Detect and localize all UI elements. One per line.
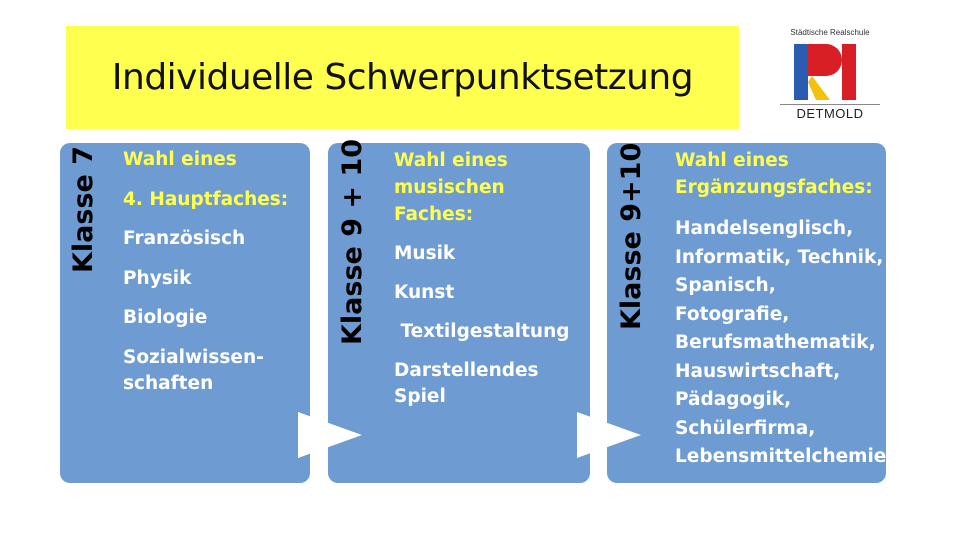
card-3-item: Hauswirtschaft, (675, 360, 841, 382)
slide-title: Individuelle Schwerpunktsetzung (111, 57, 694, 98)
title-banner: Individuelle Schwerpunktsetzung (66, 26, 739, 129)
card-3-item: Spanisch, (675, 275, 776, 296)
card-1-item: Biologie (123, 307, 208, 328)
card-3-item: Handelsenglisch, (675, 218, 854, 239)
card-2-item: Musik (394, 243, 456, 264)
card-2-heading-2: musischen Faches: (394, 177, 505, 225)
card-1-heading-2: 4. Hauptfaches: (123, 188, 289, 210)
card-2-item: Darstellendes Spiel (394, 360, 539, 407)
card-3-item: Berufsmathematik, (675, 332, 876, 353)
arrow-right-icon (577, 412, 641, 458)
card-1-item: Französisch (123, 228, 246, 249)
card-1-item: Sozialwissen- schaften (123, 346, 264, 394)
card-2-content: Wahl eines musischen Faches: Musik Kunst… (394, 147, 590, 407)
card-2-item: Kunst (394, 282, 455, 303)
card-klasse-9plus10 (607, 143, 886, 483)
card-2-heading-1: Wahl eines (394, 150, 508, 171)
card-klasse-7 (60, 143, 310, 483)
card-3-item: Informatik, Technik, (675, 246, 884, 268)
card-1-item: Physik (123, 267, 192, 289)
card-3-item: Lebensmittelchemie (675, 446, 887, 467)
card-2-item: Textilgestaltung (394, 321, 570, 342)
card-3-heading-1: Wahl eines (675, 150, 789, 171)
card-1-heading-1: Wahl eines (123, 149, 237, 170)
card-3-item: Pädagogik, (675, 389, 792, 410)
card-klasse-9-10 (328, 143, 590, 483)
card-1-grade-label: Klasse 7 (68, 145, 99, 273)
logo-ri-mark-icon (794, 44, 856, 100)
card-3-content: Wahl eines Ergänzungsfaches: Handelsengl… (675, 147, 887, 472)
logo-bottom-text: DETMOLD (780, 104, 880, 121)
arrow-right-icon (298, 412, 362, 458)
card-1-content: Wahl eines 4. Hauptfaches: Französisch P… (123, 147, 308, 397)
card-3-item: Fotografie, (675, 303, 790, 325)
logo-top-text: Städtische Realschule (790, 28, 870, 37)
card-3-grade-label: Klasse 9+10 (616, 142, 647, 330)
card-3-heading-2: Ergänzungsfaches: (675, 177, 873, 198)
school-logo: Städtische Realschule DETMOLD (780, 28, 880, 124)
card-2-grade-label: Klasse 9 + 10 (337, 138, 368, 345)
card-3-item: Schülerfirma, (675, 417, 816, 439)
